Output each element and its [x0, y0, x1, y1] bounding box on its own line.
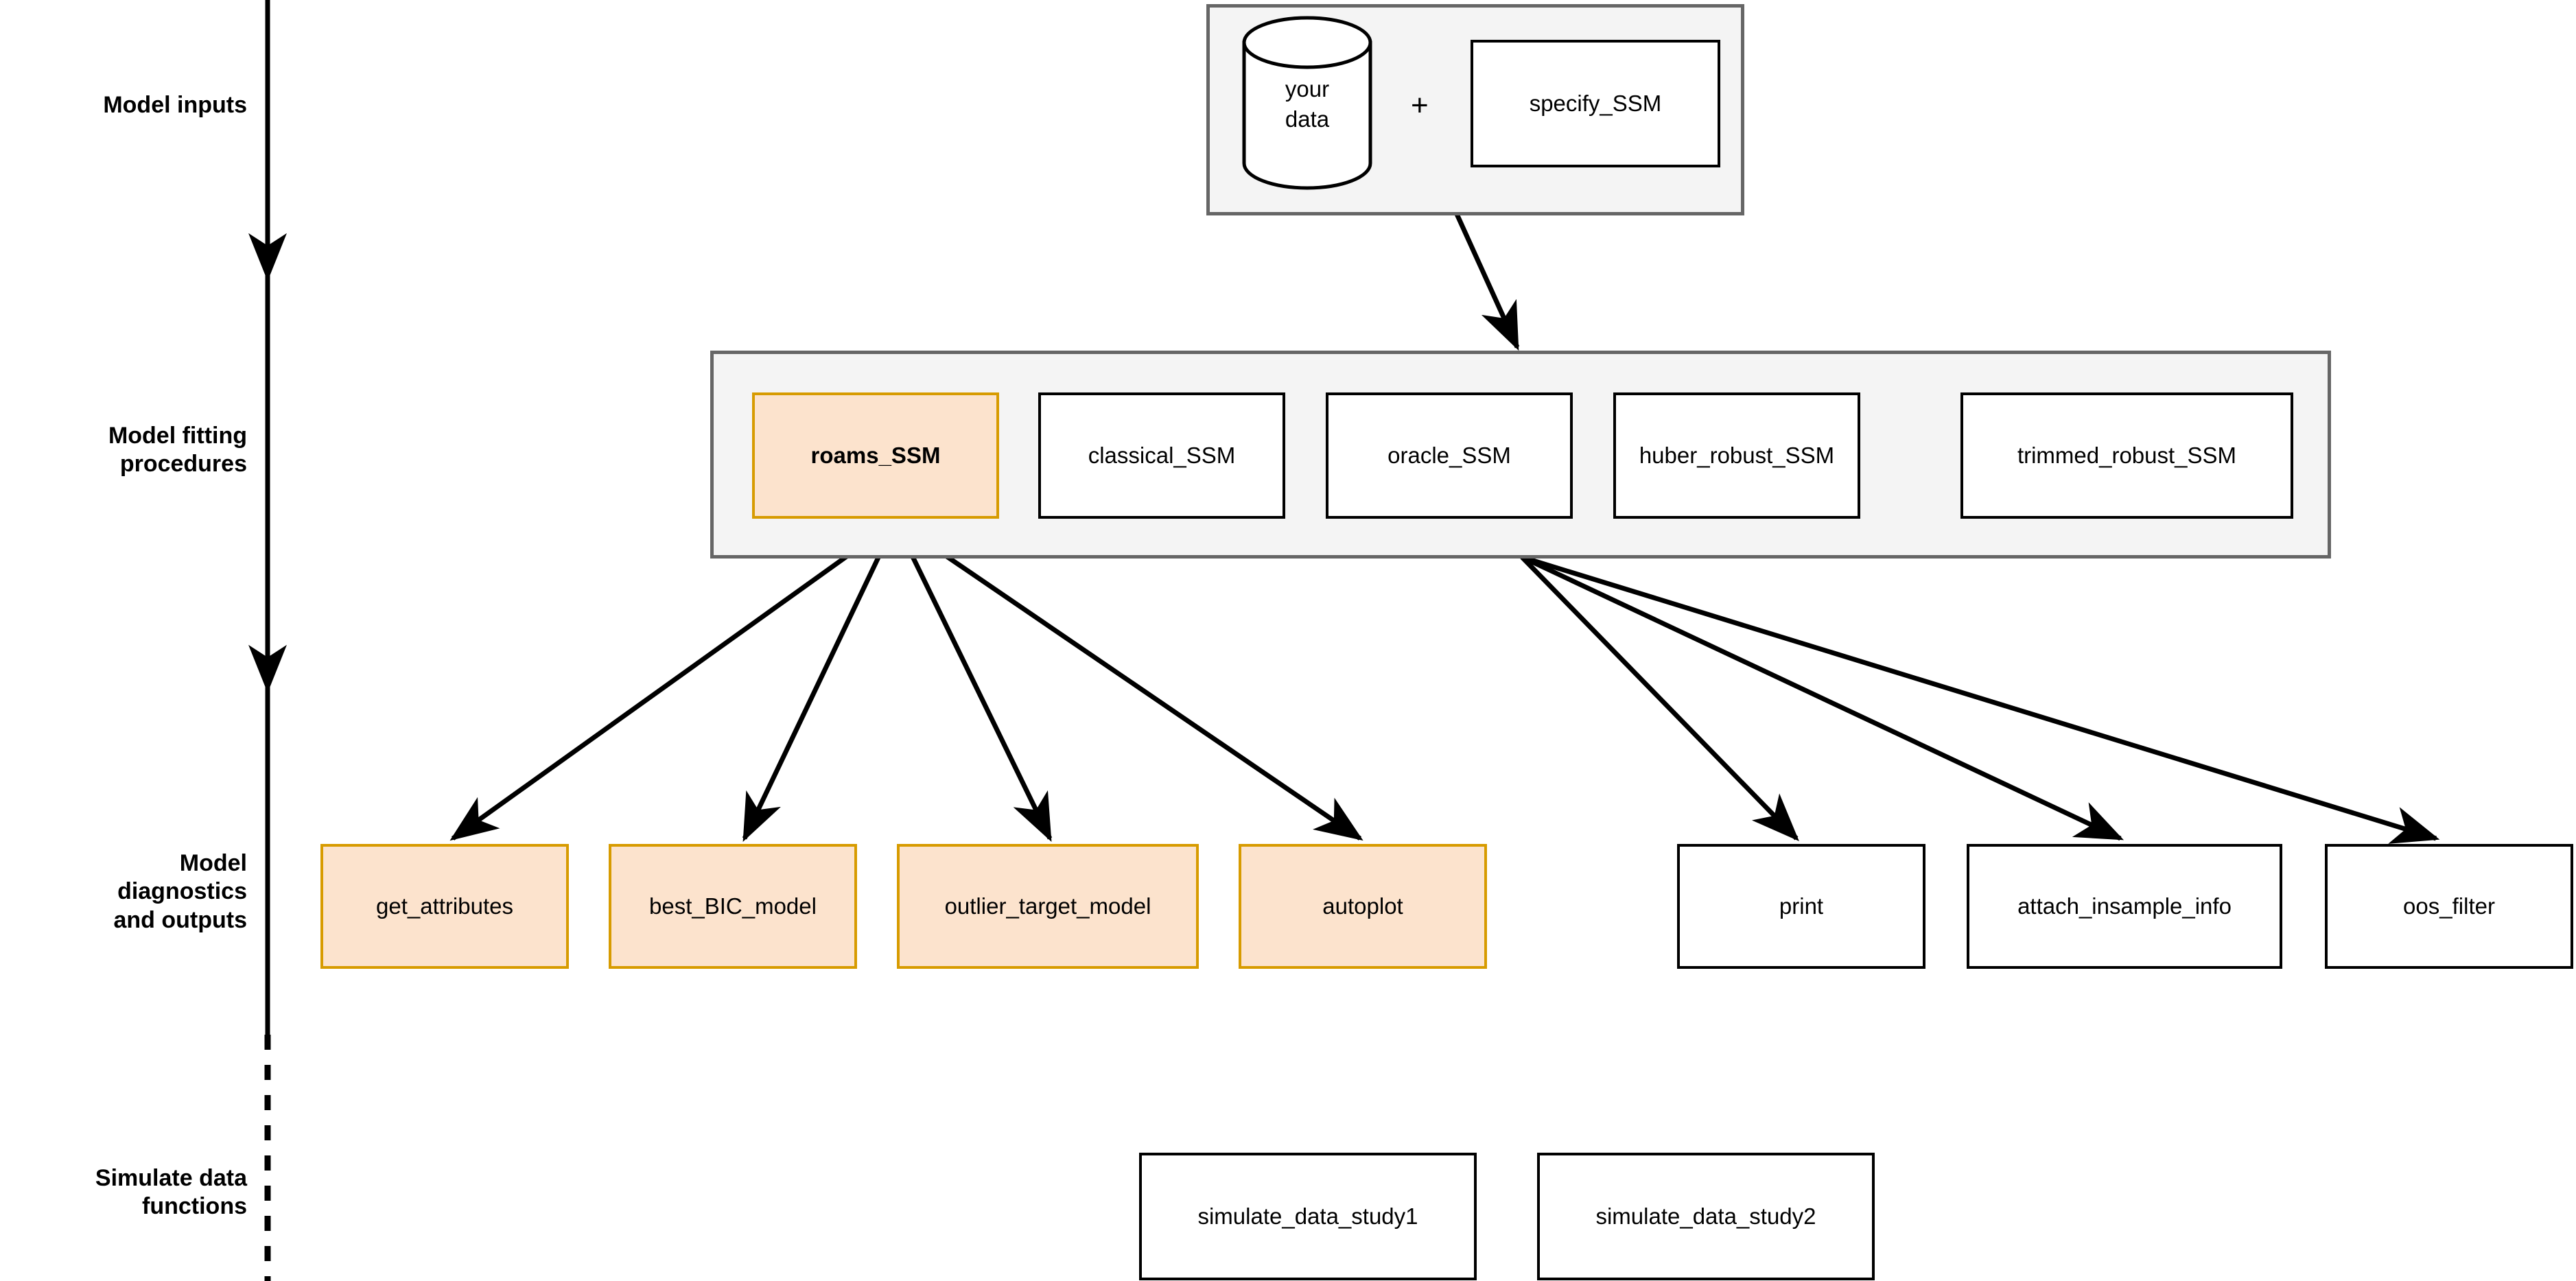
row-label-model-fitting: Model fitting procedures [108, 423, 247, 478]
your-data-label: your data [1285, 76, 1330, 132]
node-best-bic-model[interactable]: best_BIC_model [609, 844, 857, 969]
node-simulate-data-study2[interactable]: simulate_data_study2 [1537, 1153, 1875, 1280]
node-simulate-data-study1[interactable]: simulate_data_study1 [1139, 1153, 1477, 1280]
cylinder-icon [1242, 16, 1372, 190]
node-classical-ssm[interactable]: classical_SSM [1038, 392, 1285, 519]
arrows-fitting-to-outputs [1520, 554, 2440, 844]
node-trimmed-robust-ssm[interactable]: trimmed_robust_SSM [1960, 392, 2293, 519]
arrow-inputs-to-fitting [1454, 213, 1520, 351]
node-outlier-target-model[interactable]: outlier_target_model [897, 844, 1199, 969]
your-data-datastore: your data [1239, 15, 1376, 191]
node-oracle-ssm[interactable]: oracle_SSM [1326, 392, 1573, 519]
arrows-roams-to-diagnostics [449, 519, 1363, 843]
node-attach-insample-info[interactable]: attach_insample_info [1967, 844, 2282, 969]
node-specify-ssm[interactable]: specify_SSM [1471, 40, 1720, 167]
node-get-attributes[interactable]: get_attributes [320, 844, 569, 969]
node-print[interactable]: print [1677, 844, 1925, 969]
row-label-model-inputs: Model inputs [103, 92, 247, 118]
row-label-model-diagnostics: Model diagnostics and outputs [113, 850, 247, 933]
node-autoplot[interactable]: autoplot [1239, 844, 1487, 969]
node-oos-filter[interactable]: oos_filter [2325, 844, 2573, 969]
node-roams-ssm[interactable]: roams_SSM [752, 392, 999, 519]
row-label-simulate-data: Simulate data functions [95, 1165, 247, 1220]
plus-operator: + [1411, 89, 1429, 122]
node-huber-robust-ssm[interactable]: huber_robust_SSM [1613, 392, 1860, 519]
